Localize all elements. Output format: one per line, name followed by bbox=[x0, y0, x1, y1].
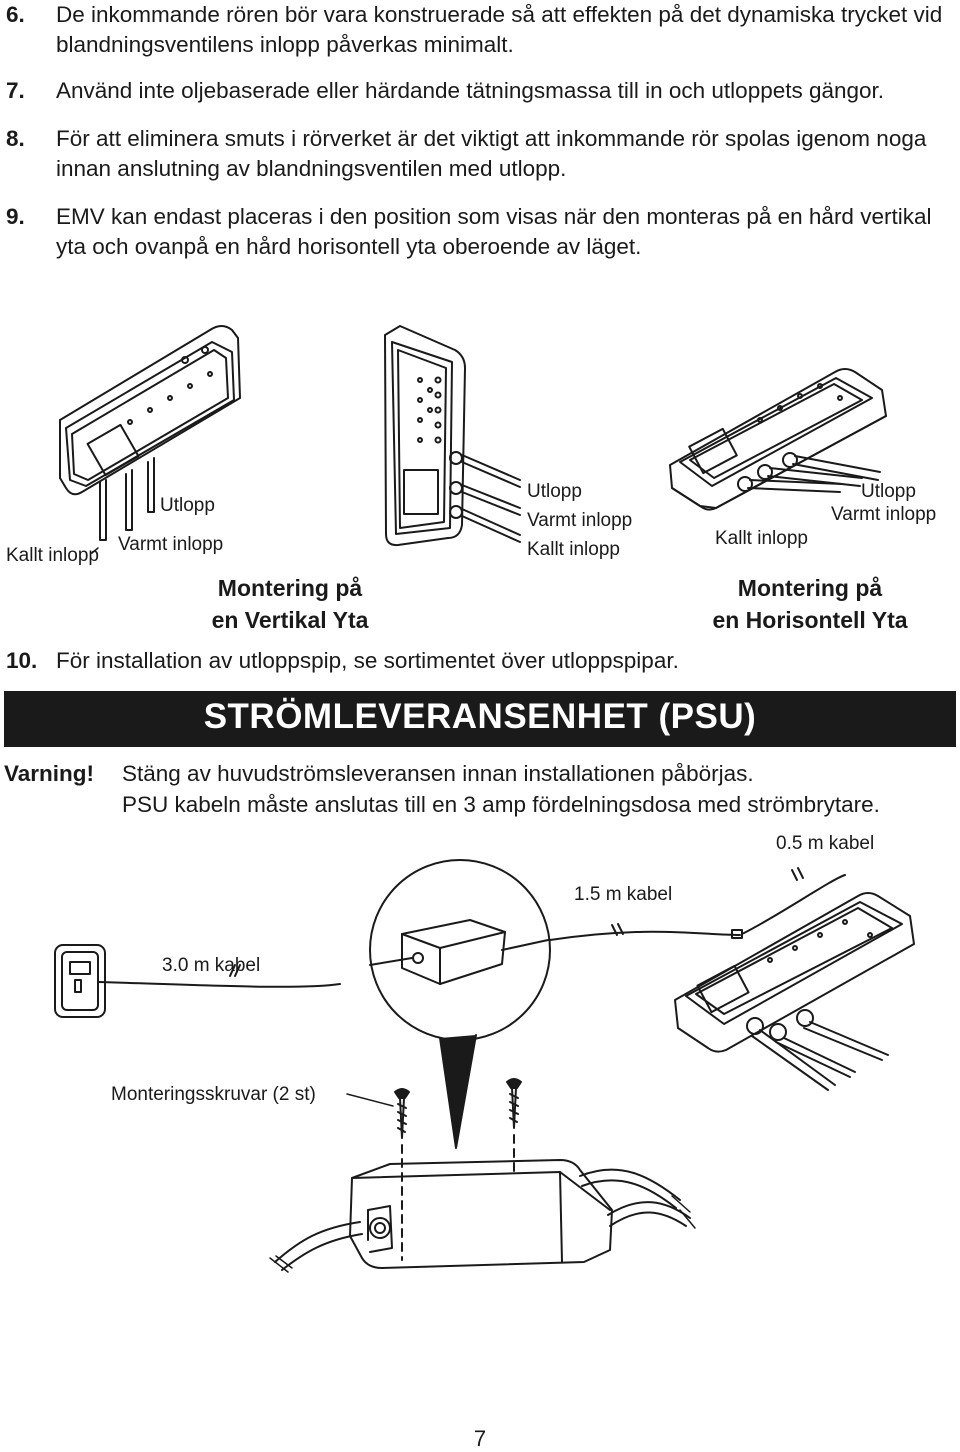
emv-unit-vertical-front bbox=[59, 325, 241, 541]
screw-icon bbox=[506, 1078, 522, 1129]
label-utlopp: Utlopp bbox=[527, 481, 582, 502]
emv-unit-horizontal bbox=[669, 368, 887, 511]
page-number: 7 bbox=[473, 1426, 487, 1451]
cable-0.5m bbox=[741, 874, 846, 935]
instruction-number: 9. bbox=[6, 204, 25, 229]
psu-zoom-circle bbox=[369, 859, 551, 1149]
caption-line: en Vertikal Yta bbox=[211, 607, 369, 633]
caption-line: en Horisontell Yta bbox=[712, 607, 908, 633]
section-title: STRÖMLEVERANSENHET (PSU) bbox=[203, 697, 757, 736]
cable-break-mark bbox=[791, 867, 804, 881]
emv-unit-psu bbox=[674, 892, 915, 1091]
cable-break-mark bbox=[611, 923, 624, 936]
cable-break-mark bbox=[229, 964, 241, 977]
cable-1.5m bbox=[549, 930, 741, 941]
cable-3m bbox=[97, 981, 341, 988]
instruction-text: De inkommande rören bör vara konstruerad… bbox=[56, 2, 943, 57]
warning-line: PSU kabeln måste anslutas till en 3 amp … bbox=[122, 792, 880, 817]
section-banner: STRÖMLEVERANSENHET (PSU) bbox=[4, 691, 956, 747]
label-kallt-inlopp: Kallt inlopp bbox=[527, 539, 620, 560]
instruction-text: Använd inte oljebaserade eller härdande … bbox=[56, 78, 885, 103]
label-utlopp: Utlopp bbox=[861, 481, 916, 502]
label-varmt-inlopp: Varmt inlopp bbox=[831, 504, 937, 525]
label-cable-1.5m: 1.5 m kabel bbox=[574, 884, 673, 905]
instruction-number: 7. bbox=[6, 78, 25, 103]
label-cable-0.5m: 0.5 m kabel bbox=[776, 833, 875, 854]
warning-label: Varning! bbox=[4, 761, 95, 786]
screw-icon bbox=[394, 1088, 410, 1139]
caption-line: Montering på bbox=[737, 575, 883, 601]
warning-line: Stäng av huvudströmsleveransen innan ins… bbox=[122, 761, 754, 786]
leader-line bbox=[346, 1093, 394, 1107]
wall-socket-icon bbox=[54, 944, 106, 1018]
label-mounting-screws: Monteringsskruvar (2 st) bbox=[111, 1084, 316, 1105]
label-cable-3.0m: 3.0 m kabel bbox=[162, 955, 261, 976]
label-varmt-inlopp: Varmt inlopp bbox=[118, 534, 224, 555]
instruction-text: EMV kan endast placeras i den position s… bbox=[56, 204, 932, 259]
label-kallt-inlopp: Kallt inlopp bbox=[715, 528, 808, 549]
instruction-number: 10. bbox=[6, 648, 38, 673]
screw-guide-line bbox=[401, 1134, 515, 1261]
instruction-number: 8. bbox=[6, 126, 25, 151]
leader-line bbox=[91, 547, 99, 554]
caption-line: Montering på bbox=[217, 575, 363, 601]
caption-horizontal: Montering på en Horisontell Yta bbox=[660, 572, 960, 636]
psu-box bbox=[269, 1159, 696, 1273]
label-kallt-inlopp: Kallt inlopp bbox=[6, 545, 99, 566]
instruction-number: 6. bbox=[6, 2, 25, 27]
label-varmt-inlopp: Varmt inlopp bbox=[527, 510, 633, 531]
instruction-text: För att eliminera smuts i rörverket är d… bbox=[56, 126, 927, 181]
emv-unit-vertical-side bbox=[384, 325, 521, 547]
instruction-text: För installation av utloppspip, se sorti… bbox=[56, 648, 679, 673]
caption-vertical: Montering på en Vertikal Yta bbox=[140, 572, 440, 636]
label-utlopp: Utlopp bbox=[160, 495, 215, 516]
